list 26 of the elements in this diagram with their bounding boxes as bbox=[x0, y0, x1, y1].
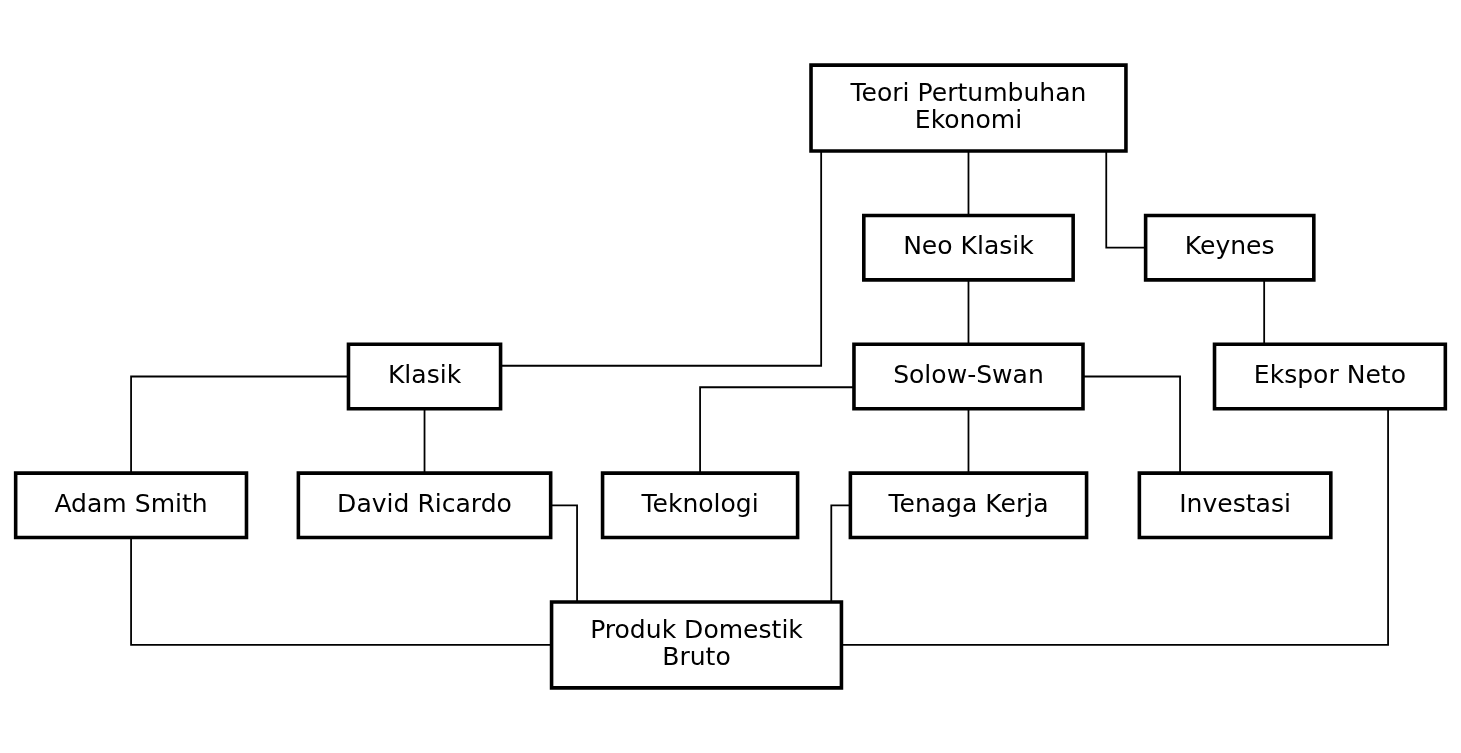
node-box: Neo Klasik bbox=[862, 213, 1075, 282]
connector bbox=[1082, 375, 1181, 474]
node-box: Adam Smith bbox=[13, 471, 249, 540]
connector bbox=[967, 150, 970, 216]
node-box: Klasik bbox=[346, 342, 503, 411]
connector bbox=[967, 408, 970, 474]
node-box: Solow-Swan bbox=[852, 342, 1085, 411]
connector bbox=[550, 504, 578, 603]
connector bbox=[500, 150, 823, 367]
connector bbox=[967, 279, 970, 345]
connector bbox=[699, 386, 855, 474]
node-box: Produk Domestik Bruto bbox=[549, 600, 844, 690]
node-box: Teknologi bbox=[600, 471, 800, 540]
node-box: Keynes bbox=[1143, 213, 1316, 282]
node-box: Tenaga Kerja bbox=[848, 471, 1089, 540]
node-box: Investasi bbox=[1137, 471, 1333, 540]
connector bbox=[830, 504, 852, 603]
node-box: Ekspor Neto bbox=[1212, 342, 1448, 411]
node-box: David Ricardo bbox=[296, 471, 553, 540]
connector bbox=[1263, 279, 1266, 345]
connector bbox=[840, 407, 1389, 646]
connector bbox=[423, 408, 426, 474]
connector bbox=[130, 536, 552, 646]
node-box: Teori Pertumbuhan Ekonomi bbox=[809, 63, 1128, 153]
connector bbox=[1105, 150, 1147, 249]
connector bbox=[130, 375, 350, 474]
